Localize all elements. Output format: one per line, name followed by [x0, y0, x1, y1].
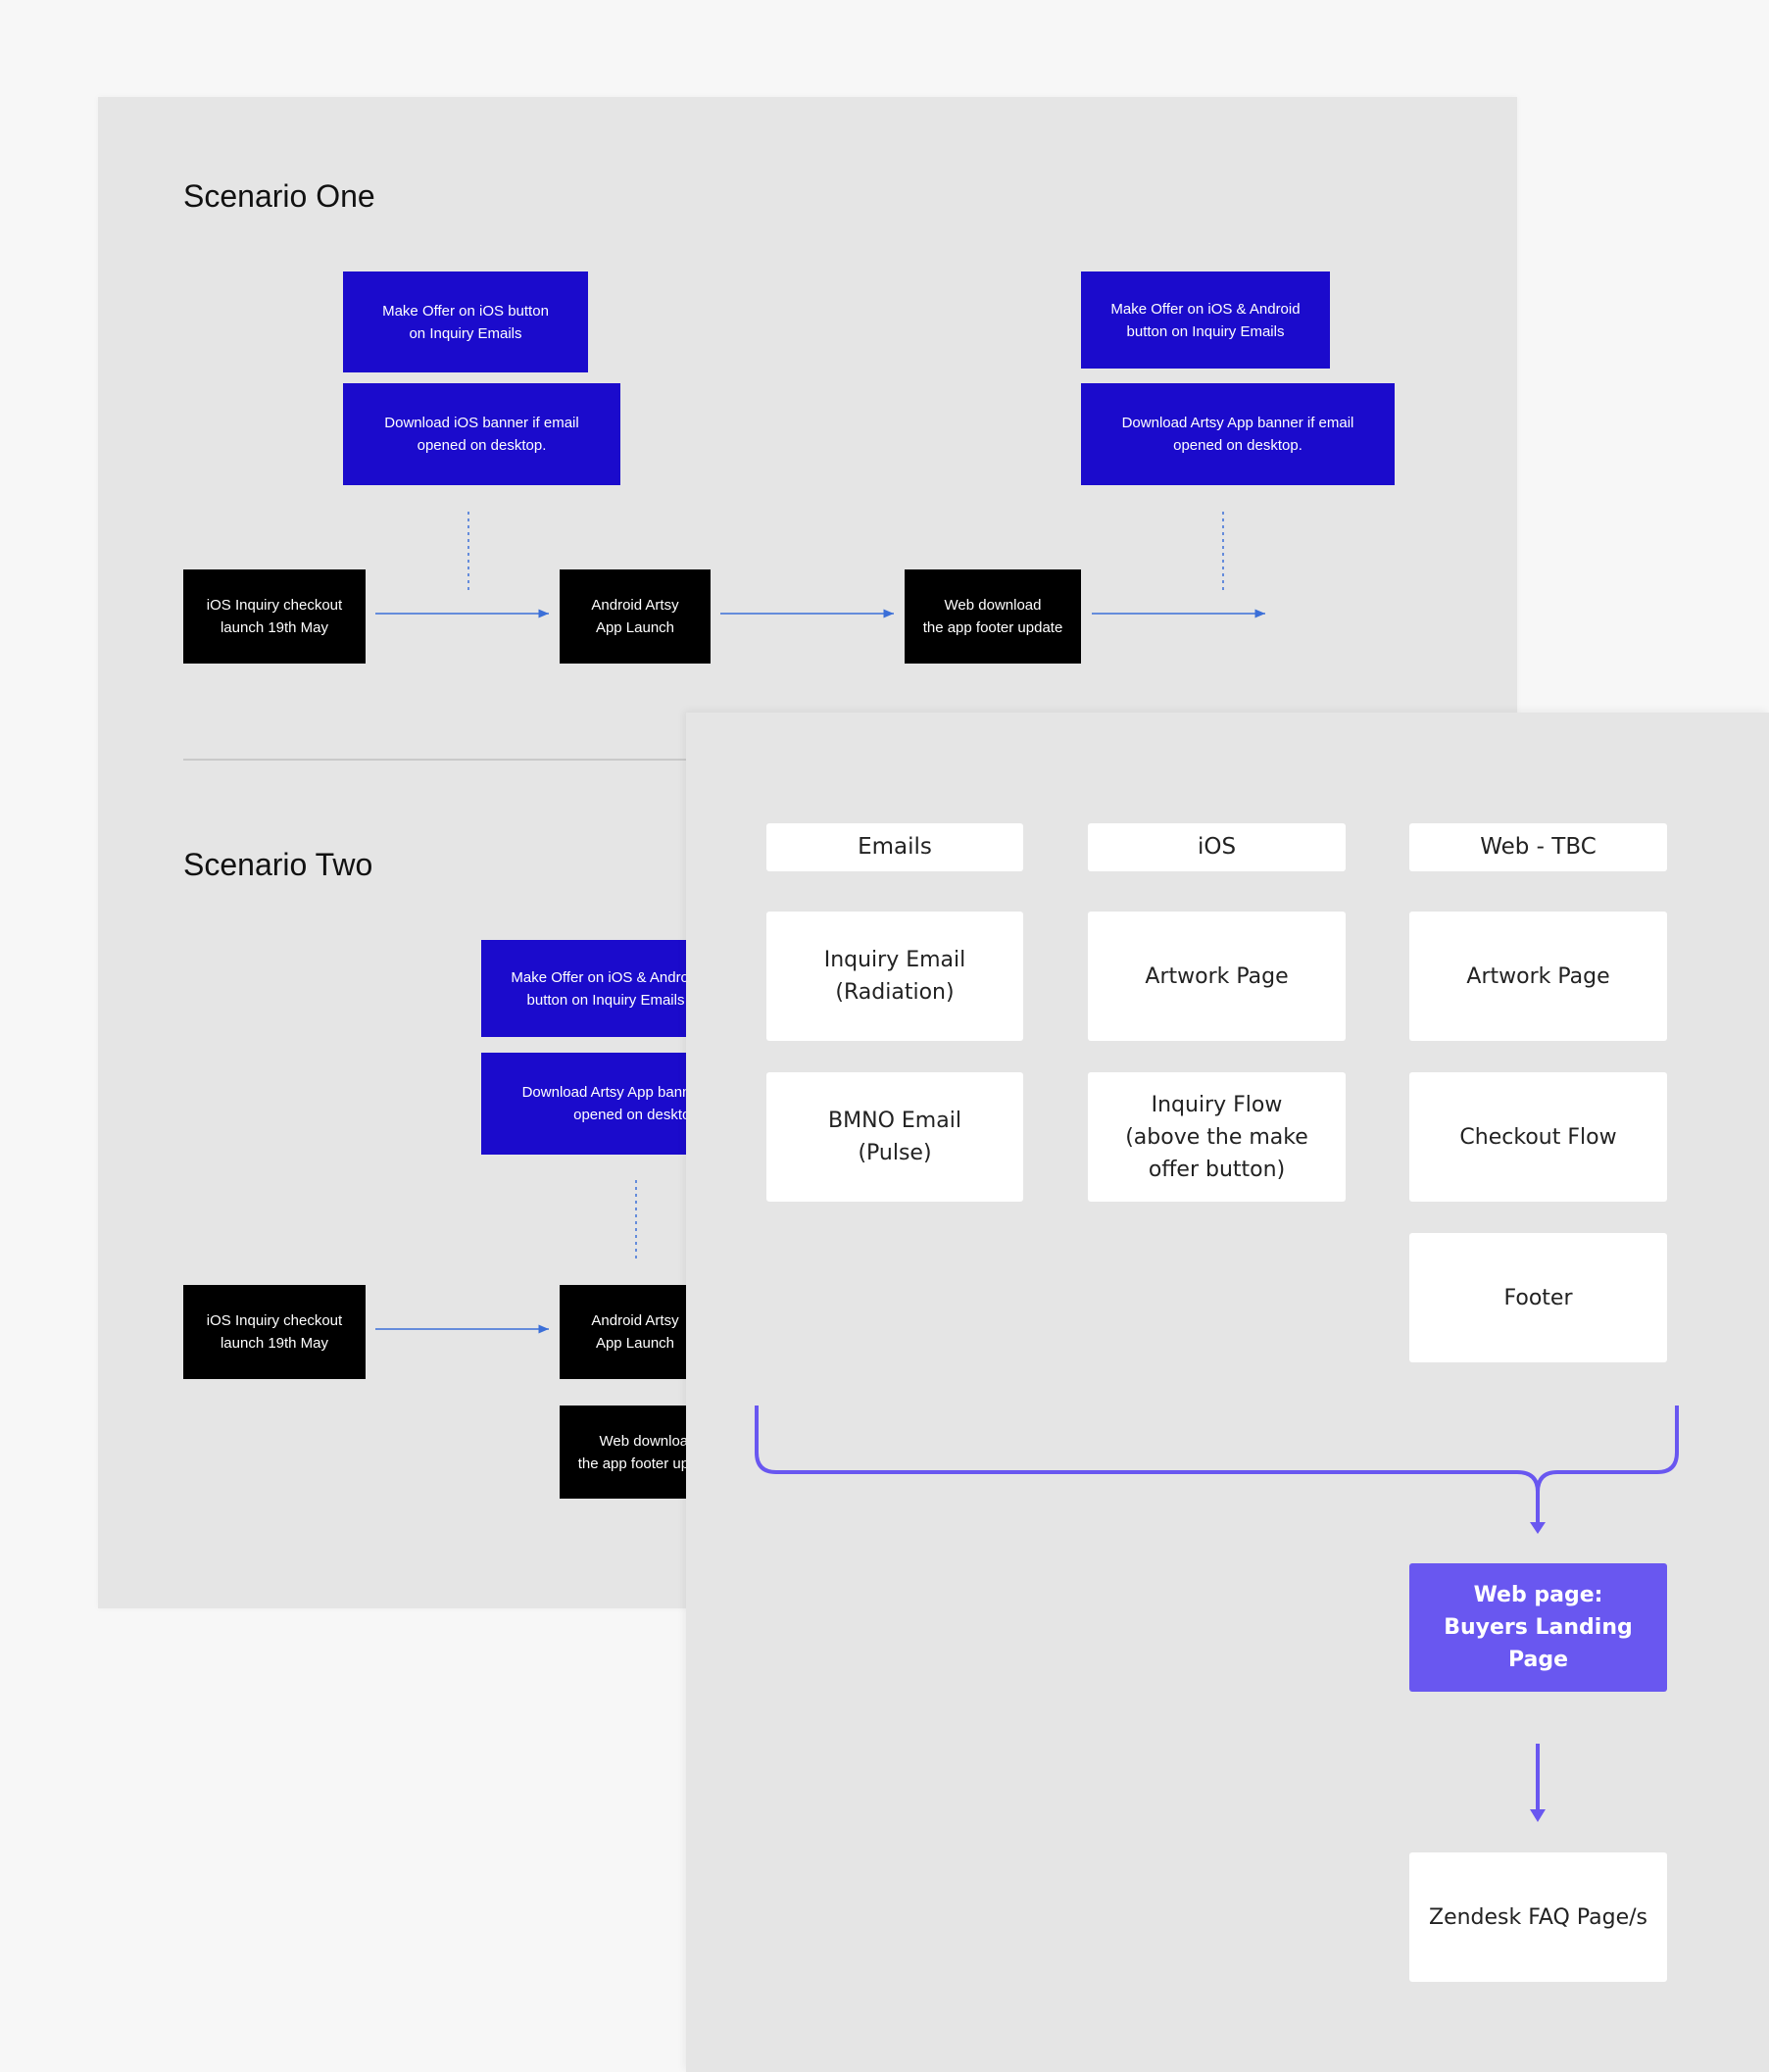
s1-android-launch-box[interactable]: Android Artsy App Launch — [560, 569, 711, 664]
ios-artwork-page-card[interactable]: Artwork Page — [1088, 912, 1346, 1041]
merge-arrowhead — [1530, 1522, 1546, 1534]
web-checkout-flow-card[interactable]: Checkout Flow — [1409, 1072, 1667, 1202]
ios-inquiry-flow-card[interactable]: Inquiry Flow (above the make offer butto… — [1088, 1072, 1346, 1202]
buyers-landing-page-card[interactable]: Web page: Buyers Landing Page — [1409, 1563, 1667, 1692]
column-header-web: Web - TBC — [1409, 823, 1667, 871]
s2-android-launch-box[interactable]: Android Artsy App Launch — [560, 1285, 686, 1379]
inquiry-email-card[interactable]: Inquiry Email (Radiation) — [766, 912, 1023, 1041]
scenario-two-title: Scenario Two — [183, 847, 373, 882]
s1-download-ios-banner-box[interactable]: Download iOS banner if email opened on d… — [343, 383, 620, 485]
zendesk-faq-card[interactable]: Zendesk FAQ Page/s — [1409, 1852, 1667, 1982]
scenario-one-title: Scenario One — [183, 178, 375, 214]
s1-download-artsy-banner-box[interactable]: Download Artsy App banner if email opene… — [1081, 383, 1395, 485]
s2-top-boxes-clip: Make Offer on iOS & Android button on In… — [481, 940, 686, 1155]
merge-bracket — [755, 1406, 1679, 1524]
scenario-divider — [183, 759, 693, 761]
s2-web-download-box[interactable]: Web download the app footer update — [560, 1406, 686, 1499]
s1-web-download-box[interactable]: Web download the app footer update — [905, 569, 1081, 664]
s2-download-artsy-banner-box[interactable]: Download Artsy App banner if email opene… — [481, 1053, 686, 1155]
column-header-emails: Emails — [766, 823, 1023, 871]
s2-ios-inquiry-checkout-box[interactable]: iOS Inquiry checkout launch 19th May — [183, 1285, 366, 1379]
s2-make-offer-ios-android-box[interactable]: Make Offer on iOS & Android button on In… — [481, 940, 686, 1037]
web-artwork-page-card[interactable]: Artwork Page — [1409, 912, 1667, 1041]
s2-bottom-boxes-clip: Android Artsy App Launch Web download th… — [560, 1285, 686, 1499]
web-footer-card[interactable]: Footer — [1409, 1233, 1667, 1362]
s1-make-offer-ios-android-box[interactable]: Make Offer on iOS & Android button on In… — [1081, 271, 1330, 369]
column-header-ios: iOS — [1088, 823, 1346, 871]
landing-to-faq-arrowhead — [1530, 1809, 1546, 1822]
bmno-email-card[interactable]: BMNO Email (Pulse) — [766, 1072, 1023, 1202]
s1-make-offer-ios-box[interactable]: Make Offer on iOS button on Inquiry Emai… — [343, 271, 588, 372]
s1-ios-inquiry-checkout-box[interactable]: iOS Inquiry checkout launch 19th May — [183, 569, 366, 664]
